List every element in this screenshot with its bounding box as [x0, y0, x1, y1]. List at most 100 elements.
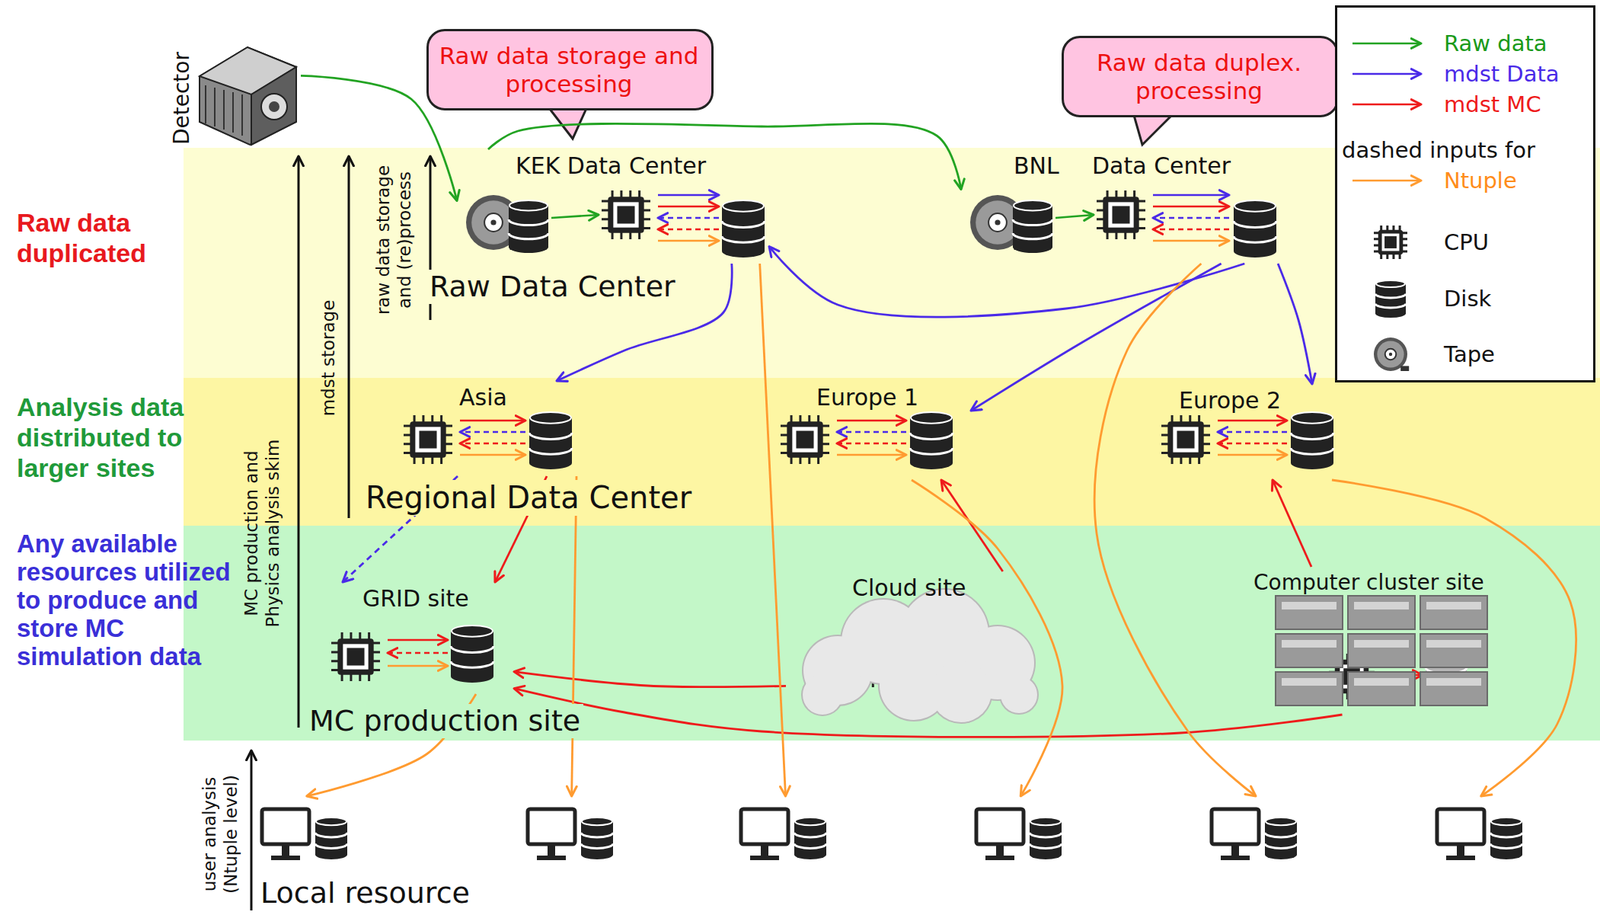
- disk-icon: [721, 200, 765, 258]
- band-heading: Raw data duplicated: [16, 207, 238, 269]
- legend-entry: Tape: [1337, 331, 1594, 377]
- disk-split: [1290, 447, 1334, 454]
- cpu-body: [409, 421, 446, 457]
- tape-icon: [1373, 337, 1409, 371]
- disk-icon: [315, 817, 348, 860]
- cpu-icon: [601, 190, 651, 240]
- node-label: KEK Data Center: [515, 152, 706, 179]
- monitor-base: [1220, 855, 1250, 860]
- disk-icon: [794, 817, 827, 860]
- disk-top: [1376, 280, 1406, 288]
- node-label: Local resource: [260, 875, 470, 911]
- tape-hub: [1385, 348, 1397, 361]
- axis-arrow: [297, 156, 301, 728]
- monitor-base: [536, 855, 566, 860]
- legend-sample: [1347, 331, 1432, 377]
- cpu-core: [1176, 430, 1195, 448]
- cpu-core: [1111, 205, 1130, 224]
- axis-label: raw data storage and (re)process: [373, 152, 416, 328]
- disk-top: [530, 411, 572, 424]
- flow-arrow: [657, 228, 719, 231]
- band-fill: [183, 525, 1600, 741]
- data-flow-arrow: [769, 246, 1245, 318]
- flow-arrow: [387, 664, 448, 668]
- disk-split: [721, 236, 765, 243]
- disk-body: [1290, 417, 1334, 470]
- monitor-base: [271, 855, 301, 860]
- disk-top: [581, 817, 613, 825]
- flow-arrow: [836, 442, 907, 445]
- disk-split: [450, 645, 494, 652]
- data-flow-arrow: [1094, 263, 1256, 796]
- rack-unit: [1420, 671, 1488, 706]
- disk-body: [508, 205, 549, 253]
- legend-entry: dashed inputs for: [1337, 127, 1594, 173]
- monitor: [976, 808, 1024, 844]
- disk-top: [1491, 817, 1522, 825]
- axis-label: MC production and Physics analysis skim: [241, 418, 284, 648]
- callout-bubble: Raw data storage and processing: [426, 28, 714, 111]
- computer-icon: [976, 808, 1062, 860]
- band-fill: [183, 377, 1600, 526]
- disk-top: [451, 625, 493, 637]
- disk-top: [1013, 200, 1052, 211]
- monitor: [261, 808, 310, 844]
- disk-body: [1233, 205, 1277, 258]
- axis-arrow: [348, 156, 351, 518]
- disk-split: [1290, 432, 1334, 439]
- regional-center: Europe 1: [772, 380, 971, 480]
- disk-split: [1233, 236, 1277, 243]
- tape-hub: [484, 213, 503, 232]
- disk-icon: [1375, 280, 1406, 318]
- monitor-stand: [760, 845, 769, 856]
- flow-arrow: [836, 431, 907, 434]
- callout-text: Raw data storage and processing: [428, 41, 709, 98]
- cpu-body: [607, 196, 644, 233]
- disk-split: [315, 832, 348, 837]
- legend-text: dashed inputs for: [1341, 134, 1536, 166]
- cpu-ring: [613, 201, 639, 227]
- legend-text: Tape: [1443, 338, 1495, 370]
- data-center: KEK Data Center: [456, 149, 770, 264]
- disk-top: [910, 411, 952, 424]
- flow-arrow: [1217, 442, 1288, 445]
- cpu-icon: [331, 632, 381, 681]
- node-label: GRID site: [362, 584, 470, 612]
- data-flow-arrow: [1272, 479, 1312, 567]
- disk-split: [529, 432, 572, 439]
- rack-panel: [1426, 601, 1482, 610]
- flow-arrow: [657, 205, 719, 208]
- flow-arrow: [836, 419, 907, 422]
- monitor: [527, 808, 575, 844]
- server-racks: [1275, 595, 1488, 706]
- disk-body: [1264, 820, 1297, 860]
- legend-sample: [1347, 275, 1432, 322]
- local-band: Local resource: [183, 795, 1600, 915]
- disk-top: [1291, 411, 1333, 424]
- flow-arrow: [459, 431, 526, 434]
- cpu-ring: [1382, 233, 1400, 252]
- disk-icon: [508, 200, 549, 253]
- rack-unit: [1347, 633, 1415, 668]
- disk-body: [450, 630, 494, 683]
- disk-body: [1490, 820, 1523, 860]
- tier-band: GRID siteCloud siteComputer cluster site…: [183, 525, 1600, 741]
- computer-icon: [1211, 808, 1297, 860]
- data-center: BNLData Center: [961, 149, 1295, 264]
- site-icons: [331, 190, 1467, 704]
- disk-split: [1490, 832, 1523, 837]
- disk-split: [794, 843, 827, 848]
- data-flow-arrow: [1277, 263, 1313, 384]
- detector-slat: [232, 92, 234, 133]
- regional-center: Europe 2: [1153, 383, 1352, 480]
- disk-split: [450, 661, 494, 668]
- cpu-icon: [780, 415, 830, 464]
- computer-icon: [527, 808, 614, 860]
- cpu-core: [418, 430, 437, 448]
- monitor: [1211, 808, 1259, 844]
- disk-split: [581, 843, 614, 848]
- rack-unit: [1275, 633, 1343, 668]
- disk-top: [1030, 817, 1061, 825]
- rack-unit: [1275, 595, 1343, 630]
- monitor-base: [750, 855, 780, 860]
